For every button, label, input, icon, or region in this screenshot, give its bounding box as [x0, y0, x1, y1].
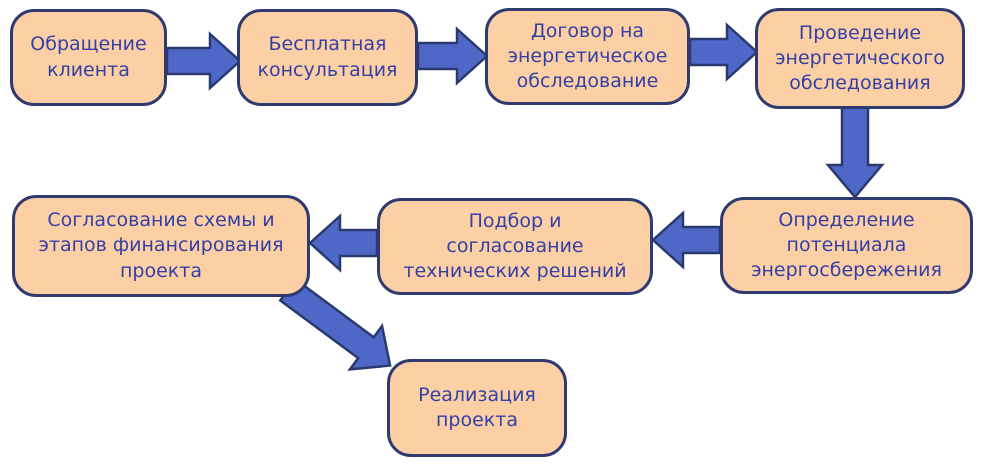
node-energy-audit-execution-label: Проведение энергетического обследования	[775, 21, 945, 95]
node-free-consultation-label: Бесплатная консультация	[257, 33, 398, 81]
node-client-request: Обращение клиента	[10, 9, 167, 106]
node-financing-scheme-label: Согласование схемы и этапов финансирован…	[38, 209, 284, 282]
node-energy-audit-contract-label: Договор на энергетическое обследование	[507, 19, 668, 93]
arrow-technical-solutions-to-financing-scheme	[308, 213, 379, 273]
node-savings-potential: Определение потенциала энергосбережения	[720, 197, 973, 294]
node-project-implementation-label: Реализация проекта	[418, 383, 536, 431]
node-financing-scheme: Согласование схемы и этапов финансирован…	[12, 195, 310, 297]
node-client-request-label: Обращение клиента	[30, 33, 147, 81]
node-free-consultation: Бесплатная консультация	[237, 9, 418, 106]
node-energy-audit-contract: Договор на энергетическое обследование	[485, 8, 690, 105]
node-technical-solutions-label: Подбор и согласование технических решени…	[403, 209, 627, 283]
arrow-financing-scheme-to-project-implementation	[278, 277, 392, 371]
node-technical-solutions: Подбор и согласование технических решени…	[377, 198, 653, 295]
arrow-audit-execution-to-savings-potential	[825, 105, 885, 199]
node-project-implementation: Реализация проекта	[387, 359, 567, 457]
arrow-client-request-to-free-consultation	[165, 31, 242, 91]
arrow-savings-potential-to-technical-solutions	[651, 210, 722, 270]
node-savings-potential-label: Определение потенциала энергосбережения	[751, 208, 942, 282]
arrow-free-consultation-to-audit-contract	[416, 26, 489, 86]
arrow-audit-contract-to-audit-execution	[688, 22, 759, 82]
node-energy-audit-execution: Проведение энергетического обследования	[755, 8, 965, 109]
